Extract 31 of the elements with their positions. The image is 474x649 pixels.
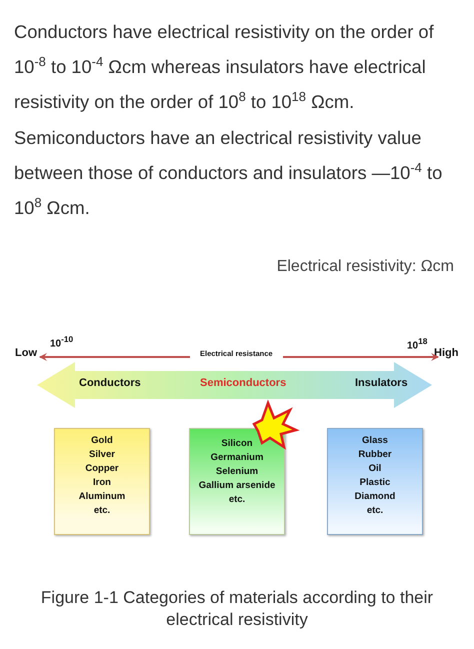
material-name: Selenium [216,465,258,479]
material-name: Plastic [360,476,390,490]
exponent-label: 10$^{18}$ [407,336,428,352]
material-name: etc. [366,504,384,518]
material-name: Germanium [210,451,264,465]
scale-end-label: Low [15,347,37,359]
category-box [54,428,150,535]
material-name: Aluminum [78,490,126,504]
double-arrow-band [37,362,432,408]
material-name: Copper [85,462,119,476]
category-box [327,428,423,535]
material-name: Silver [89,448,115,462]
paragraph: Conductors have electrical resistivity on the order of 10$^{-8}$ to 10$^{-4}$ Ωcm whereas insulators have electrical resistivity on the order of 10$^{8}$ to 10$^{18}$ Ωcm. Semiconductors have an electrical resistivity value between those of conductors and insulators —10$^{-4}$ to 10$^{8}$ Ωcm. [14,20,444,220]
exponent-label: 10$^{-10}$ [50,334,74,350]
figure-caption: Figure 1-1 Categories of materials according to their electrical resistivity [40,587,434,631]
material-name: Rubber [358,448,392,462]
material-name: etc. [94,504,110,518]
material-name: Diamond [354,490,396,504]
category-box [189,428,285,535]
category-label: Conductors [79,377,141,389]
material-name: Gallium arsenide [198,479,276,493]
material-name: Oil [368,462,382,476]
category-label: Insulators [355,377,408,389]
category-label: Semiconductors [200,377,286,389]
material-name: Iron [93,476,111,490]
unit-note: Electrical resistivity: Ωcm [276,258,454,276]
scale-end-label: High [434,347,458,359]
material-name: etc. [228,493,246,507]
material-name: Gold [91,434,113,448]
material-name: Silicon [221,437,253,451]
material-name: Glass [362,434,388,448]
